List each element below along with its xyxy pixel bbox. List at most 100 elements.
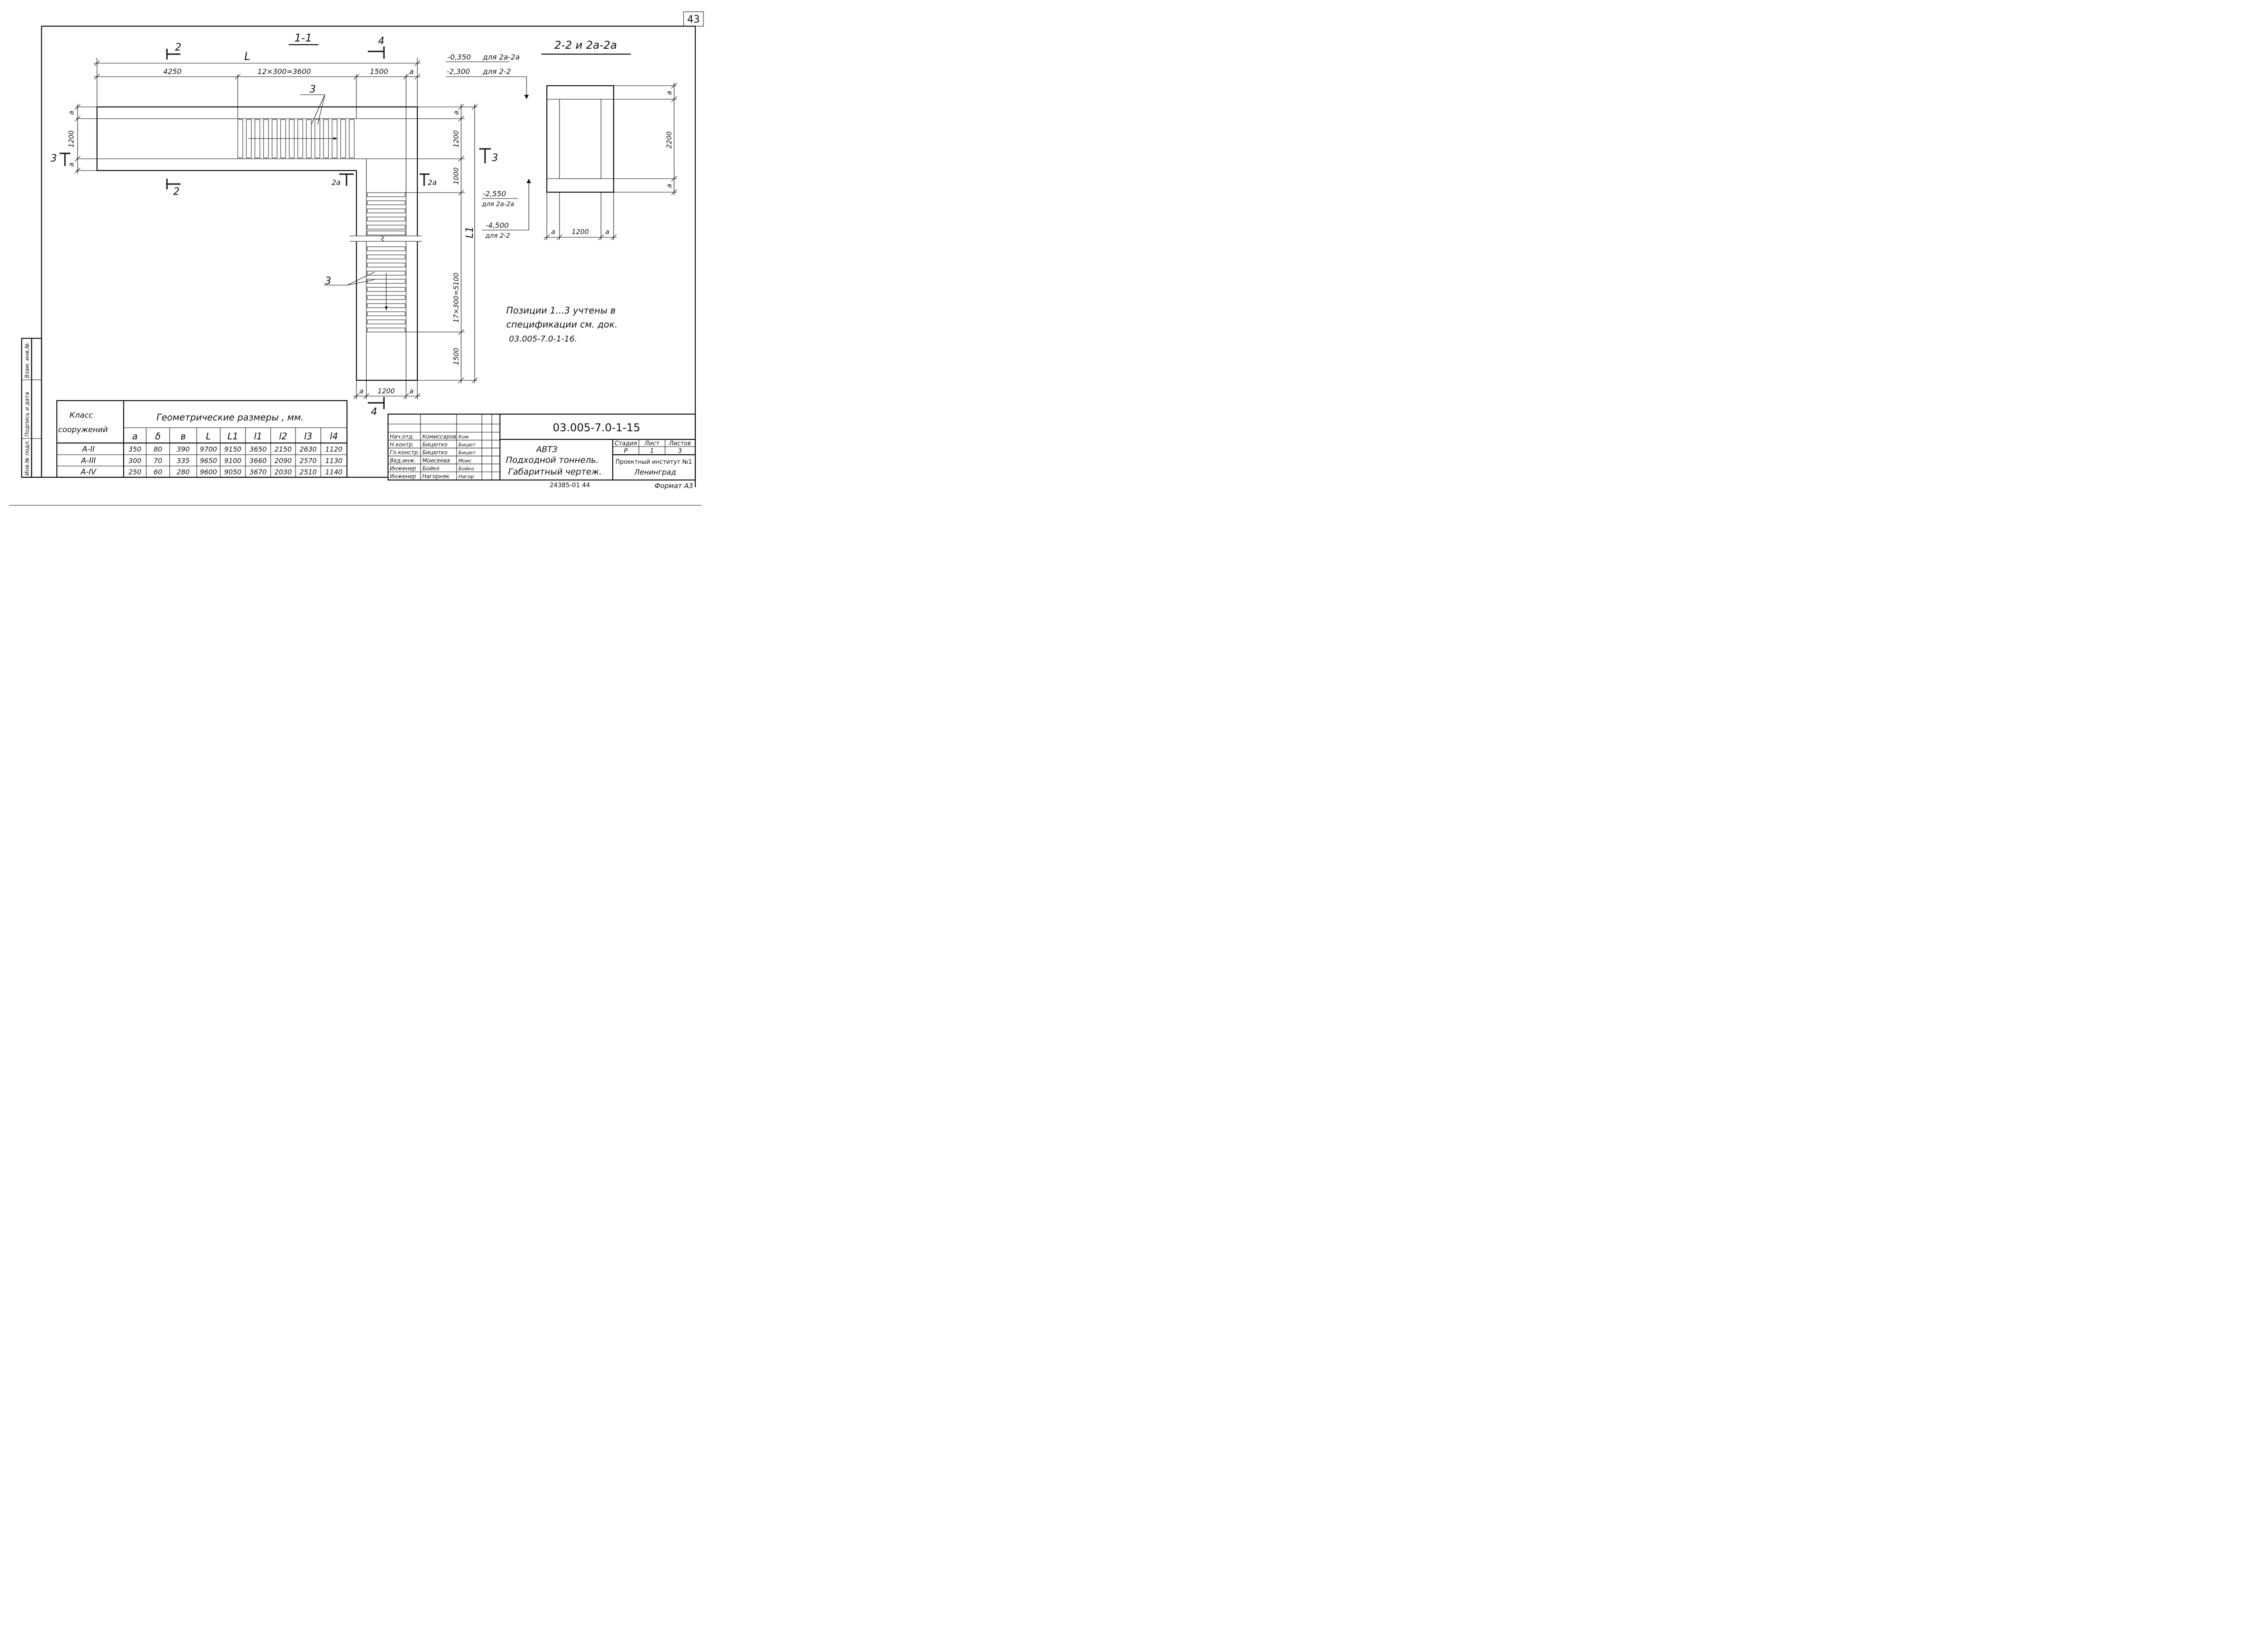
table-header-cell: l1 <box>254 431 262 442</box>
dim-bottom-a2: a <box>409 387 413 395</box>
section-dim-a-left: a <box>551 228 555 236</box>
signer-name: Бойко <box>422 465 439 471</box>
bars-vertical <box>367 192 406 332</box>
signer-signature: Бицют <box>458 442 476 448</box>
table-col-class-1: Класс <box>69 411 93 420</box>
level-2300-note: для 2-2 <box>482 67 511 76</box>
section-dim-2200: 2200 <box>665 131 673 148</box>
table-value-cell: 3670 <box>250 468 267 476</box>
stage-value: Р <box>624 448 628 455</box>
break-line <box>347 235 424 242</box>
doc-title-1: АВТЗ <box>536 445 558 454</box>
cut-2-bottom: 2 <box>173 186 180 198</box>
pos-label-bottom: 3 <box>325 276 331 287</box>
table-value-cell: 335 <box>177 457 190 465</box>
table-header-cell: δ <box>155 431 161 442</box>
side-stamp-inv: Инв.№ подл. <box>24 440 30 475</box>
org-name: Проектный институт №1 <box>615 459 692 466</box>
signer-role: Инженер <box>390 465 416 471</box>
general-note: Позиции 1...3 учтены в спецификации см. … <box>506 305 618 344</box>
sheet-number: 43 <box>687 14 700 25</box>
signer-name: Комиссаров <box>422 434 456 440</box>
table-header-cell: L1 <box>227 431 238 442</box>
table-value-cell: 350 <box>129 445 142 453</box>
level-4500: -4,500 <box>485 221 509 230</box>
dim-a-top: a <box>409 67 414 76</box>
level-2550-note: для 2a-2a <box>481 201 514 208</box>
note-line-2: спецификации см. док. <box>506 319 618 330</box>
section-dim-a-top: a <box>665 91 673 95</box>
table-class-cell: А-III <box>81 457 96 466</box>
table-value-cell: 1130 <box>325 457 342 465</box>
dim-right-1200: 1200 <box>452 130 460 148</box>
format-label: Формат А3 <box>655 482 693 490</box>
table-header-cell: l2 <box>279 431 287 442</box>
signer-signature: Нагор <box>458 474 474 480</box>
table-value-cell: 2510 <box>300 468 317 476</box>
table-value-cell: 390 <box>177 445 190 453</box>
signer-signature: Бойко <box>458 466 474 471</box>
cut-4-bottom: 4 <box>371 406 377 418</box>
table-value-cell: 2570 <box>300 457 317 465</box>
signer-name: Бицютко <box>422 442 448 448</box>
section-dim-a-bottom: a <box>665 184 673 188</box>
table-value-cell: 300 <box>129 457 142 465</box>
note-line-3: 03.005-7.0-1-16. <box>509 334 577 344</box>
table-value-cell: 60 <box>153 468 162 476</box>
table-value-cell: 80 <box>153 445 162 453</box>
table-header-cell: в <box>180 431 186 442</box>
table-value-cell: 2630 <box>300 445 317 453</box>
table-col-group: Геометрические размеры , мм. <box>157 412 304 423</box>
level-0350: -0,350 <box>448 53 471 61</box>
table-value-cell: 9700 <box>200 445 217 453</box>
dim-4250: 4250 <box>163 67 182 76</box>
section-title: 2-2 и 2a-2a <box>555 39 617 51</box>
signer-signature: Ком <box>458 434 469 440</box>
sheets-value: 3 <box>678 448 682 455</box>
table-col-class-2: сооружений <box>58 425 108 434</box>
table-header-cell: a <box>132 431 138 442</box>
dim-L: L <box>244 50 250 63</box>
dims-right: a 1200 1000 17×300=5100 1500 L1 <box>366 104 478 383</box>
position-leaders: 3 3 <box>300 84 375 287</box>
dim-L1: L1 <box>464 226 476 238</box>
table-value-cell: 280 <box>177 468 190 476</box>
dim-right-5100: 17×300=5100 <box>452 272 460 323</box>
org-city: Ленинград <box>634 468 676 476</box>
table-header-cell: L <box>206 431 211 442</box>
sheet-value: 1 <box>650 448 654 455</box>
table-class-cell: А-II <box>82 445 95 454</box>
cut-2a-right: 2a <box>428 178 437 187</box>
dim-1500-top: 1500 <box>370 67 388 76</box>
section-inner <box>559 99 601 179</box>
table-value-cell: 9650 <box>200 457 217 465</box>
table-value-cell: 9050 <box>224 468 241 476</box>
section-dim-a-right: a <box>605 228 609 236</box>
dims-left: a 1200 a <box>67 104 97 174</box>
dim-right-1000: 1000 <box>452 167 460 185</box>
table-header-cell: l4 <box>330 431 338 442</box>
level-0350-note: для 2a-2a <box>482 53 520 61</box>
signer-signature: Бицют <box>458 450 476 456</box>
table-value-cell: 2150 <box>274 445 291 453</box>
table-value-cell: 9150 <box>224 445 241 453</box>
dim-bottom-1200: 1200 <box>378 387 395 395</box>
cut-2-top: 2 <box>175 42 181 53</box>
table-value-cell: 3650 <box>250 445 267 453</box>
level-4500-note: для 2-2 <box>485 232 510 240</box>
signer-signature: Моис <box>458 458 472 464</box>
sheet-header: Лист <box>644 440 660 447</box>
signer-name: Нагорняк <box>422 473 450 480</box>
signer-name: Моисеева <box>422 457 450 464</box>
cut-3-left: 3 <box>51 153 57 164</box>
cut-4-top: 4 <box>378 36 384 47</box>
stage-header: Стадия <box>615 440 637 447</box>
table-value-cell: 1140 <box>325 468 342 476</box>
table-class-cell: А-IV <box>80 468 97 477</box>
table-value-cell: 9600 <box>200 468 217 476</box>
side-stamp: Инв.№ подл. Подпись и дата Взам. инв.№ <box>21 337 42 478</box>
dim-left-a1: a <box>67 111 75 115</box>
signer-role: Гл.констр. <box>390 449 420 456</box>
note-line-1: Позиции 1...3 учтены в <box>506 305 615 316</box>
signer-role: Вед.инж. <box>390 457 416 464</box>
